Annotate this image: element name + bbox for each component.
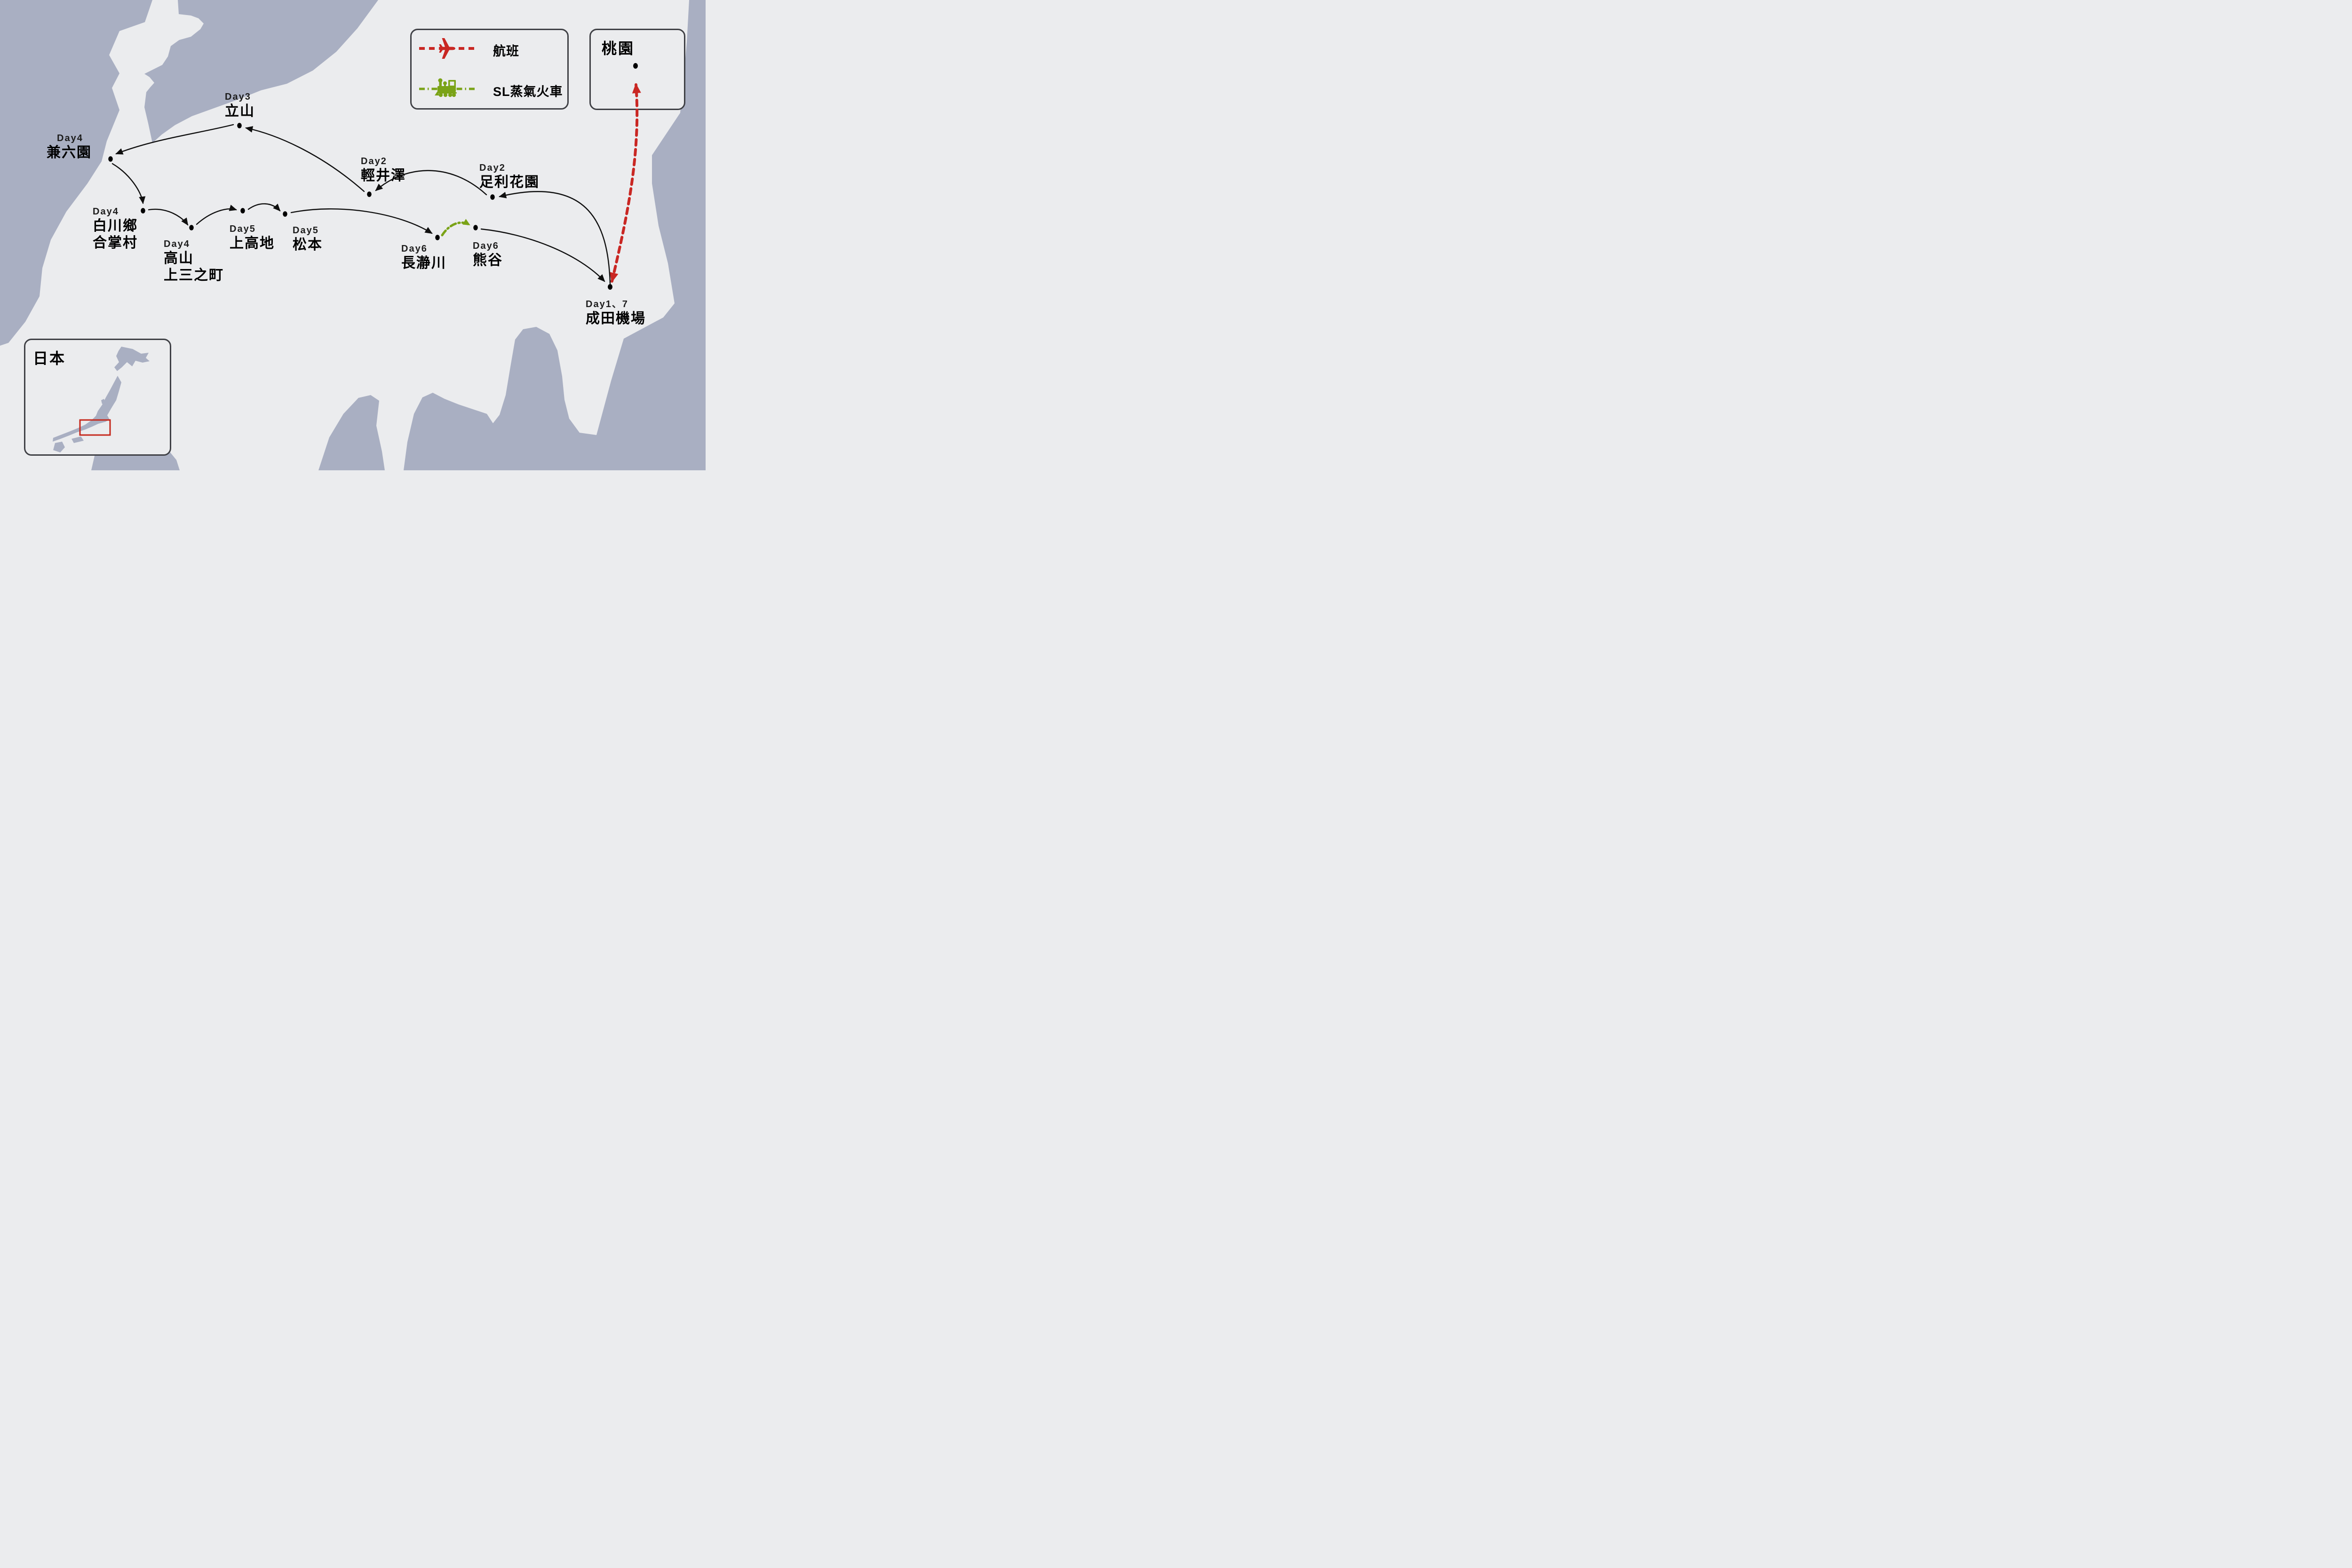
place-name: 熊谷 <box>473 253 503 268</box>
inset-kyushu-shape <box>53 442 65 452</box>
route-matsumoto-to-nagatoro <box>290 208 433 234</box>
route-karuizawa-to-tateyama <box>245 126 365 192</box>
dot-kenrokuen <box>108 156 113 162</box>
route-narita-to-ashikaga <box>499 191 611 285</box>
steam-train-icon <box>435 78 457 97</box>
label-kamikochi: Day5 上高地 <box>230 223 275 252</box>
japan-inset-box <box>24 339 171 456</box>
taoyuan-box-title: 桃園 <box>602 40 635 57</box>
day-label: Day3 <box>225 92 251 102</box>
label-kumagaya: Day6 熊谷 <box>473 240 503 269</box>
dot-taoyuan <box>633 63 638 69</box>
japan-inset-title: 日本 <box>33 350 66 367</box>
day-label: Day2 <box>479 163 506 173</box>
coastline-sea-layer <box>0 0 706 470</box>
day-label: Day5 <box>230 224 256 234</box>
label-ashikaga: Day2 足利花園 <box>479 162 540 191</box>
dot-matsumoto <box>283 211 287 217</box>
route-kamikochi-to-matsumoto <box>247 203 281 212</box>
legend-flight-label: 航班 <box>493 44 519 58</box>
label-kenrokuen: Day4 兼六園 <box>47 132 92 161</box>
legend-box <box>410 29 569 110</box>
place-name: 成田機場 <box>586 311 646 326</box>
dot-tateyama <box>237 123 242 128</box>
place-name-line1: 白川鄉 <box>93 218 138 234</box>
dot-kumagaya <box>473 225 478 230</box>
sea-of-japan-west <box>0 0 152 346</box>
label-narita: Day1、7 成田機場 <box>586 298 646 327</box>
inset-honshu-shape <box>53 376 121 442</box>
place-name: 輕井澤 <box>361 168 406 183</box>
place-name-line2: 上三之町 <box>164 268 224 283</box>
dot-nagatoro <box>435 235 440 240</box>
inset-sado-island-shape <box>101 399 105 404</box>
label-karuizawa: Day2 輕井澤 <box>361 155 406 184</box>
place-name: 足利花園 <box>479 174 540 190</box>
inset-shikoku-shape <box>72 436 84 443</box>
label-matsumoto: Day5 松本 <box>293 224 323 253</box>
route-sl-train-nagatoro-to-kumagaya <box>441 219 471 237</box>
dot-ashikaga <box>490 194 495 200</box>
label-nagatoro: Day6 長瀞川 <box>401 243 446 272</box>
label-tateyama: Day3 立山 <box>225 91 255 120</box>
dot-karuizawa <box>367 191 372 197</box>
day-label: Day1、7 <box>586 299 628 309</box>
place-name: 松本 <box>293 237 323 253</box>
route-kenrokuen-to-shirakawago <box>111 163 146 204</box>
place-name: 長瀞川 <box>401 255 446 271</box>
pacific-ocean-east <box>404 0 706 470</box>
route-tateyama-to-kenrokuen <box>115 124 234 155</box>
place-name: 立山 <box>225 103 255 119</box>
route-shirakawago-to-takayama <box>148 208 189 226</box>
routes-overlay-layer <box>53 38 641 452</box>
toyama-bay-northeast-sea <box>144 0 378 143</box>
inset-hokkaido-shape <box>114 347 150 371</box>
dot-takayama <box>189 225 194 230</box>
route-takayama-to-kamikochi <box>196 205 237 225</box>
dot-kamikochi <box>240 208 245 214</box>
legend-train-label: SL蒸氣火車 <box>493 85 563 99</box>
place-name: 上高地 <box>230 236 275 251</box>
day-label: Day5 <box>293 225 319 236</box>
day-label: Day4 <box>164 239 190 249</box>
suruga-bay <box>318 395 385 470</box>
day-label: Day6 <box>473 241 499 251</box>
itinerary-map-canvas: Day3 立山 Day4 兼六園 Day4 白川鄉 合掌村 Day4 高山 上三… <box>0 0 706 470</box>
label-takayama: Day4 高山 上三之町 <box>164 238 224 284</box>
day-label: Day4 <box>57 133 83 143</box>
dot-shirakawago <box>141 208 145 214</box>
route-flight-narita-taoyuan <box>609 83 641 283</box>
route-kumagaya-to-narita <box>480 228 605 282</box>
place-name: 兼六園 <box>47 145 92 160</box>
place-name-line1: 高山 <box>164 251 194 266</box>
label-shirakawago: Day4 白川鄉 合掌村 <box>93 206 138 252</box>
day-label: Day6 <box>401 244 428 254</box>
dot-narita <box>608 284 612 290</box>
route-ashikaga-to-karuizawa <box>375 170 487 196</box>
place-name-line2: 合掌村 <box>93 235 138 251</box>
day-label: Day4 <box>93 206 119 217</box>
inset-region-highlight-rect <box>79 419 111 436</box>
day-label: Day2 <box>361 156 387 166</box>
airplane-icon <box>439 38 455 59</box>
